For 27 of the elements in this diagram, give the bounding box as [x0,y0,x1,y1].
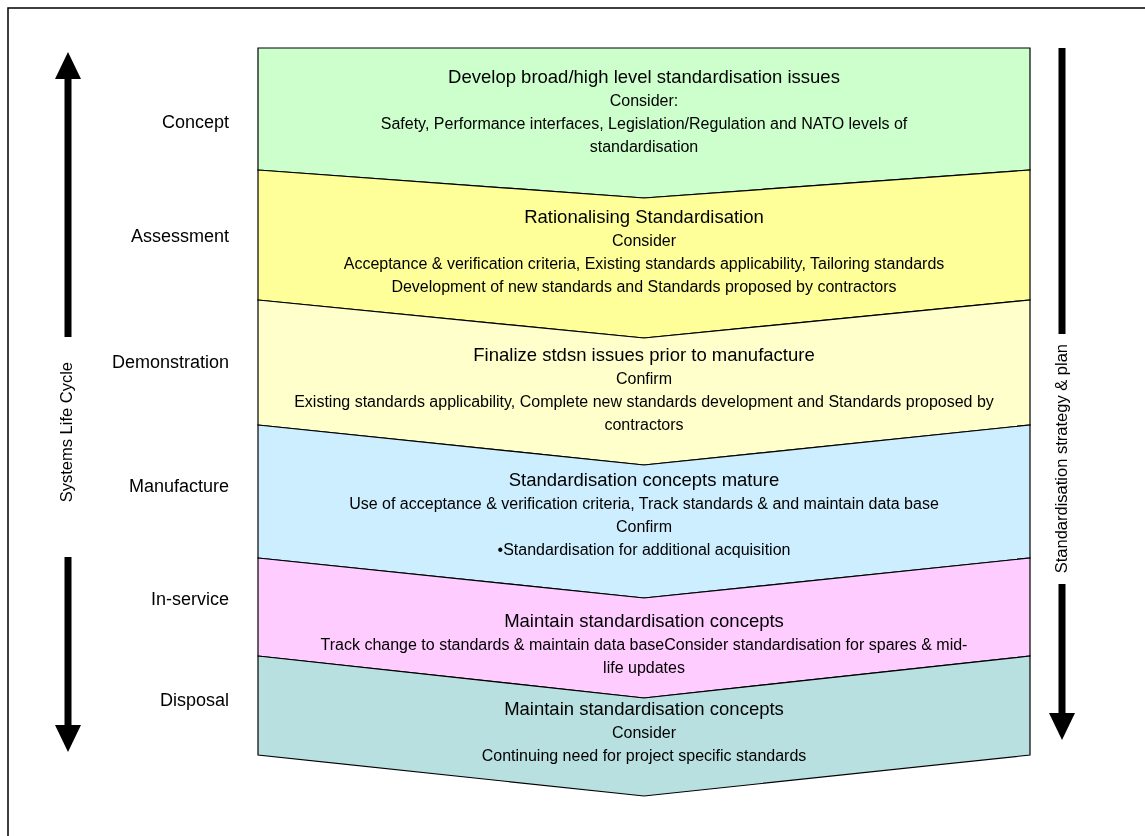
stage-heading: Maintain standardisation concepts [503,697,785,721]
stage-text: Acceptance & verification criteria, Existing standards applicability, Tailoring standards [342,254,946,274]
stage-name: Disposal [159,690,229,711]
stage-text: Confirm [615,517,673,537]
stage-name: In-service [150,589,229,610]
stage-text: Consider [611,231,677,251]
stage-text: Safety, Performance interfaces, Legislation/Regulation and NATO levels of standardisation [379,114,909,157]
stage-heading: Maintain standardisation concepts [503,609,785,633]
stage-name: Manufacture [128,476,229,497]
stage-heading: Rationalising Standardisation [523,205,765,229]
stage-text: Existing standards applicability, Complete new standards development and Standards proposed by contractors [293,392,995,435]
stage-heading: Standardisation concepts mature [507,468,781,492]
stage-text: Continuing need for project specific standards [480,746,808,766]
stage-heading: Finalize stdsn issues prior to manufacture [472,343,816,367]
axis-label: Standardisation strategy & plan [1052,344,1071,574]
stage-name: Assessment [130,226,229,247]
stage-text: Development of new standards and Standards proposed by contractors [390,277,898,297]
axis-label: Systems Life Cycle [57,362,76,503]
stage-name: Concept [161,112,229,133]
stage-text: Consider: [608,91,680,111]
stage-text: Consider [611,723,677,743]
stage-name: Demonstration [111,352,229,373]
stage-heading: Develop broad/high level standardisation issues [447,65,841,89]
stage-text: Use of acceptance & verification criteria, Track standards & and maintain data base [348,494,940,514]
stage-text: •Standardisation for additional acquisition [496,540,792,560]
stage-text: Track change to standards & maintain data baseConsider standardisation for spares & mid-life updates [319,635,969,678]
stage-text: Confirm [615,369,673,389]
